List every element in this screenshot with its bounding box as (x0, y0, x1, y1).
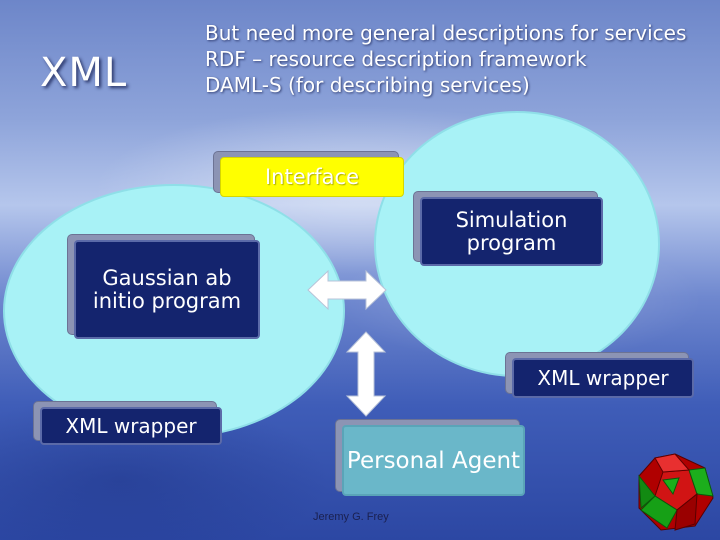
horizontal-double-arrow (307, 269, 387, 311)
author-credit: Jeremy G. Frey (313, 511, 389, 523)
bullet-line: DAML-S (for describing services) (205, 73, 530, 97)
xml-wrapper-box-left: XML wrapper (40, 407, 222, 445)
bullet-line: RDF – resource description framework (205, 47, 587, 71)
vertical-double-arrow (345, 331, 387, 417)
xml-wrapper-box-right: XML wrapper (512, 358, 694, 398)
interface-box: Interface (220, 157, 404, 197)
personal-agent-box: Personal Agent (342, 425, 525, 496)
bullet-line: But need more general descriptions for s… (205, 21, 687, 45)
polyhedron-icon (638, 453, 714, 531)
gaussian-program-box: Gaussian ab initio program (74, 240, 260, 339)
slide-title: XML (40, 50, 128, 96)
simulation-program-box: Simulation program (420, 197, 603, 266)
bullet-list: But need more general descriptions for s… (205, 20, 715, 98)
